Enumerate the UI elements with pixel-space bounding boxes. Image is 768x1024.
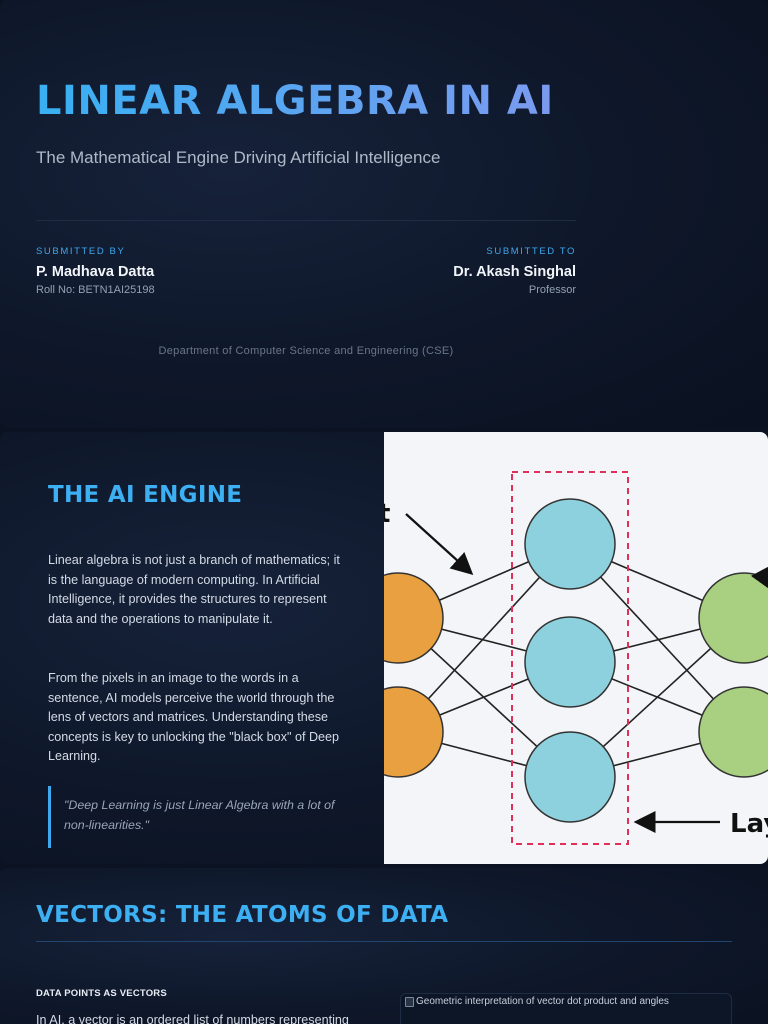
layer-label-fragment: Lay — [730, 809, 768, 839]
output-node — [698, 686, 768, 778]
image-alt-text: Geometric interpretation of vector dot p… — [416, 996, 669, 1007]
hidden-node — [524, 616, 616, 708]
input-node — [384, 572, 444, 664]
section-heading: THE AI ENGINE — [48, 482, 243, 508]
department: Department of Computer Science and Engin… — [158, 345, 454, 357]
submitted-by-label: SUBMITTED BY — [36, 246, 126, 257]
divider — [36, 220, 576, 221]
section-heading: VECTORS: THE ATOMS OF DATA — [36, 902, 449, 928]
hidden-node — [524, 498, 616, 590]
submitted-to-name: Dr. Akash Singhal — [453, 264, 576, 280]
subsection-label: DATA POINTS AS VECTORS — [36, 988, 167, 999]
quote-block: "Deep Learning is just Linear Algebra wi… — [48, 786, 338, 848]
output-node — [698, 572, 768, 664]
arrow-icon — [405, 513, 474, 575]
second-paragraph: From the pixels in an image to the words… — [48, 671, 340, 763]
submitted-to-label: SUBMITTED TO — [486, 246, 576, 257]
neural-network-diagram: t Lay — [384, 432, 768, 864]
submitted-by-name: P. Madhava Datta — [36, 264, 155, 280]
broken-image: Geometric interpretation of vector dot p… — [405, 996, 669, 1007]
neural-network-svg: t Lay — [384, 471, 768, 845]
input-label-fragment: t — [384, 499, 390, 529]
arrow-icon — [750, 564, 768, 589]
intro-paragraph: Linear algebra is not just a branch of m… — [48, 553, 340, 626]
vectors-slide: VECTORS: THE ATOMS OF DATA DATA POINTS A… — [0, 868, 768, 1024]
roll-number: Roll No: BETN1AI25198 — [36, 284, 155, 296]
title-slide: LINEAR ALGEBRA IN AI The Mathematical En… — [0, 0, 768, 428]
presentation-title: LINEAR ALGEBRA IN AI — [36, 78, 554, 124]
presentation-subtitle: The Mathematical Engine Driving Artifici… — [36, 148, 441, 167]
subsection-text: In AI, a vector is an ordered list of nu… — [36, 1013, 349, 1024]
ai-engine-slide: THE AI ENGINE Linear algebra is not just… — [0, 432, 768, 864]
submitted-to-role: Professor — [528, 284, 576, 296]
vector-image-frame: Geometric interpretation of vector dot p… — [400, 993, 732, 1024]
hidden-layer-box — [511, 471, 629, 845]
hidden-node — [524, 731, 616, 823]
broken-image-icon — [405, 996, 414, 1007]
divider — [36, 941, 732, 942]
input-node — [384, 686, 444, 778]
